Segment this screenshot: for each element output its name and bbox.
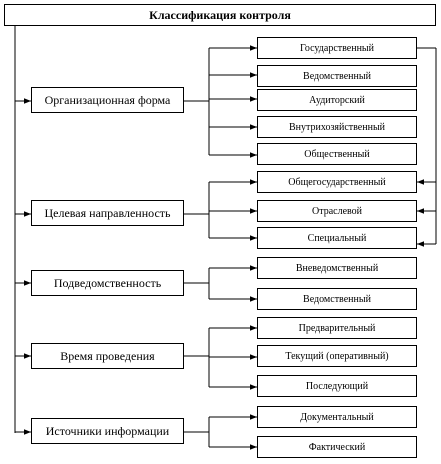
- item-box-sectoral: Отраслевой: [257, 200, 417, 222]
- group-box-target-orientation: Целевая направленность: [31, 200, 184, 226]
- item-box-special: Специальный: [257, 227, 417, 249]
- item-box-nationwide: Общегосударственный: [257, 171, 417, 193]
- diagram-title: Классификация контроля: [4, 4, 436, 26]
- item-box-public: Общественный: [257, 143, 417, 165]
- item-box-current: Текущий (оперативный): [257, 345, 417, 367]
- item-box-departmental-2: Ведомственный: [257, 288, 417, 310]
- group-box-information-sources: Источники информации: [31, 418, 184, 444]
- item-box-state: Государственный: [257, 37, 417, 59]
- item-box-audit: Аудиторский: [257, 89, 417, 111]
- group-box-time-of-conduct: Время проведения: [31, 343, 184, 369]
- group-box-subordination: Подведомственность: [31, 270, 184, 296]
- group-box-organizational-form: Организационная форма: [31, 87, 184, 113]
- item-box-documentary: Документальный: [257, 406, 417, 428]
- item-box-preliminary: Предварительный: [257, 317, 417, 339]
- item-box-non-departmental: Вневедомственный: [257, 257, 417, 279]
- item-box-subsequent: Последующий: [257, 375, 417, 397]
- item-box-actual: Фактический: [257, 436, 417, 458]
- item-box-internal-economic: Внутрихозяйственный: [257, 116, 417, 138]
- item-box-departmental: Ведомственный: [257, 65, 417, 87]
